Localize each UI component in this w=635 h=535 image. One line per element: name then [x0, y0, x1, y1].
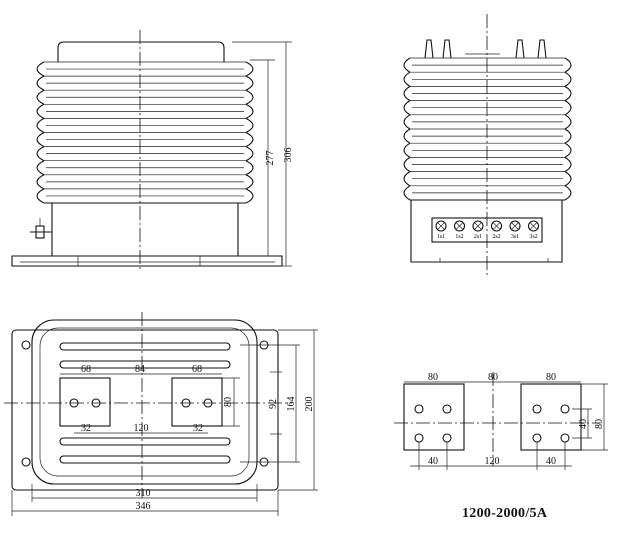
dim-80-vertical: 80 — [594, 419, 605, 429]
dim-80-right: 80 — [546, 372, 556, 383]
dim-40-vertical: 40 — [578, 419, 589, 429]
terminal-label: 1s1 — [437, 234, 445, 240]
dim-200: 200 — [304, 397, 315, 412]
end-view: 1s1 1s2 2s1 2s2 3s1 3s2 — [403, 14, 572, 276]
terminal-label: 2s2 — [492, 234, 500, 240]
dim-310: 310 — [136, 488, 151, 499]
dim-80-mid: 80 — [488, 372, 498, 383]
dim-40-right: 40 — [546, 456, 556, 467]
terminal-screw-icon — [490, 220, 503, 232]
primary-terminal-icon — [424, 39, 547, 59]
terminal-label: 3s2 — [529, 234, 537, 240]
dim-164: 164 — [286, 397, 297, 412]
dim-40-left: 40 — [428, 456, 438, 467]
terminal-screw-icon — [527, 220, 540, 232]
terminal-screw-icon — [453, 220, 466, 232]
ground-bolt-icon — [30, 218, 52, 239]
rating-label: 1200-2000/5A — [462, 506, 548, 521]
terminal-label: 2s1 — [474, 234, 482, 240]
dim-277: 277 — [265, 151, 276, 166]
terminal-screw-icon — [509, 220, 521, 232]
dim-92: 92 — [268, 399, 279, 409]
dim-120: 120 — [134, 423, 149, 434]
dim-80-left: 80 — [428, 372, 438, 383]
dim-68-left: 68 — [81, 364, 91, 375]
dim-32-right: 32 — [193, 423, 203, 434]
dim-306: 306 — [283, 148, 294, 163]
terminal-label: 1s2 — [455, 234, 463, 240]
side-view: 306 277 — [11, 30, 294, 272]
top-view: 68 84 68 32 120 32 80 92 164 200 — [4, 312, 318, 516]
dim-80: 80 — [223, 397, 234, 407]
terminal-view: 80 80 80 40 80 40 120 40 — [394, 372, 608, 470]
terminal-screw-icon — [472, 220, 484, 232]
dim-32-left: 32 — [81, 423, 91, 434]
dim-346: 346 — [136, 501, 151, 512]
dim-68-right: 68 — [192, 364, 202, 375]
terminal-label: 3s1 — [511, 234, 519, 240]
dim-120-center: 120 — [485, 456, 500, 467]
dim-84: 84 — [135, 364, 145, 375]
terminal-screw-icon — [435, 220, 447, 232]
